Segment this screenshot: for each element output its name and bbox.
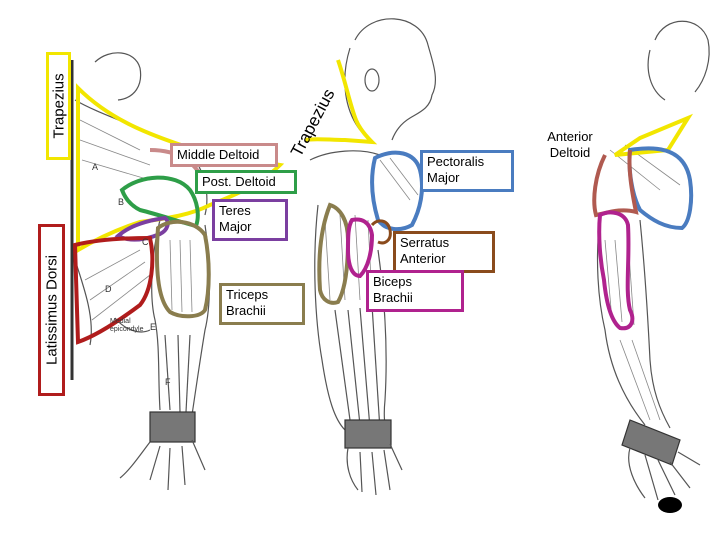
anterior-deltoid-red-outline	[592, 149, 639, 218]
right-figure	[596, 20, 710, 513]
latissimus-dorsi-text: Latissimus Dorsi	[43, 254, 60, 366]
figure-letters: A B C D E F	[92, 162, 171, 387]
pectoralis-major-label: Pectoralis Major	[420, 150, 514, 192]
trapezius-outline-right	[613, 113, 694, 157]
biceps-brachii-outline-right	[597, 210, 635, 331]
pectoralis-major-outline	[370, 150, 424, 232]
letter-e: E	[150, 322, 156, 332]
latissimus-dorsi-label: Latissimus Dorsi	[38, 224, 65, 396]
trapezius-vertical-text: Trapezius	[50, 73, 67, 139]
serratus-anterior-label: Serratus Anterior	[393, 231, 495, 273]
biceps-brachii-label: Biceps Brachii	[366, 270, 464, 312]
letter-b: B	[118, 197, 124, 207]
medial-epicondyle-label: Medial epicondyle	[110, 318, 144, 333]
letter-c: C	[142, 237, 149, 247]
letter-d: D	[105, 284, 112, 294]
anterior-figure	[309, 18, 436, 496]
teres-major-label: Teres Major	[212, 199, 288, 241]
anterior-deltoid-label: Anterior Deltoid	[547, 129, 593, 160]
letter-a: A	[92, 162, 98, 172]
latissimus-dorsi-outline	[72, 235, 155, 345]
anterior-deltoid-outline	[627, 146, 694, 231]
trapezius-outline-center	[304, 59, 378, 145]
trapezius-vertical-label: Trapezius	[46, 52, 71, 160]
triceps-brachii-outline-center	[317, 202, 351, 305]
middle-deltoid-label: Middle Deltoid	[170, 143, 278, 167]
letter-f: F	[165, 377, 171, 387]
post-deltoid-label: Post. Deltoid	[195, 170, 297, 194]
triceps-brachii-outline-left	[154, 219, 211, 319]
biceps-brachii-outline-center	[345, 217, 375, 279]
serratus-anterior-outline	[370, 219, 392, 245]
triceps-brachii-label: Triceps Brachii	[219, 283, 305, 325]
posterior-figure	[70, 52, 211, 491]
